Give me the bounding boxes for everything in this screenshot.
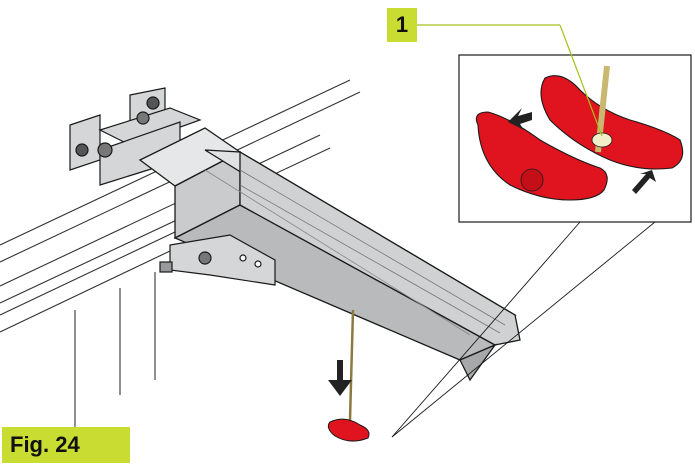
wall-bracket <box>69 87 202 186</box>
push-arrow-icon <box>508 108 656 194</box>
pull-rod <box>327 309 370 442</box>
lower-brace <box>159 234 276 286</box>
down-arrow-icon <box>328 360 352 396</box>
callout-leader-diag <box>559 24 603 137</box>
detail-inset <box>391 54 692 438</box>
clip-half-right <box>540 75 684 170</box>
support-arm <box>138 127 521 382</box>
red-handle <box>327 418 370 442</box>
callout-number-1: 1 <box>387 8 417 42</box>
clip-half-left <box>475 111 608 201</box>
figure-caption: Fig. 24 <box>2 427 130 463</box>
